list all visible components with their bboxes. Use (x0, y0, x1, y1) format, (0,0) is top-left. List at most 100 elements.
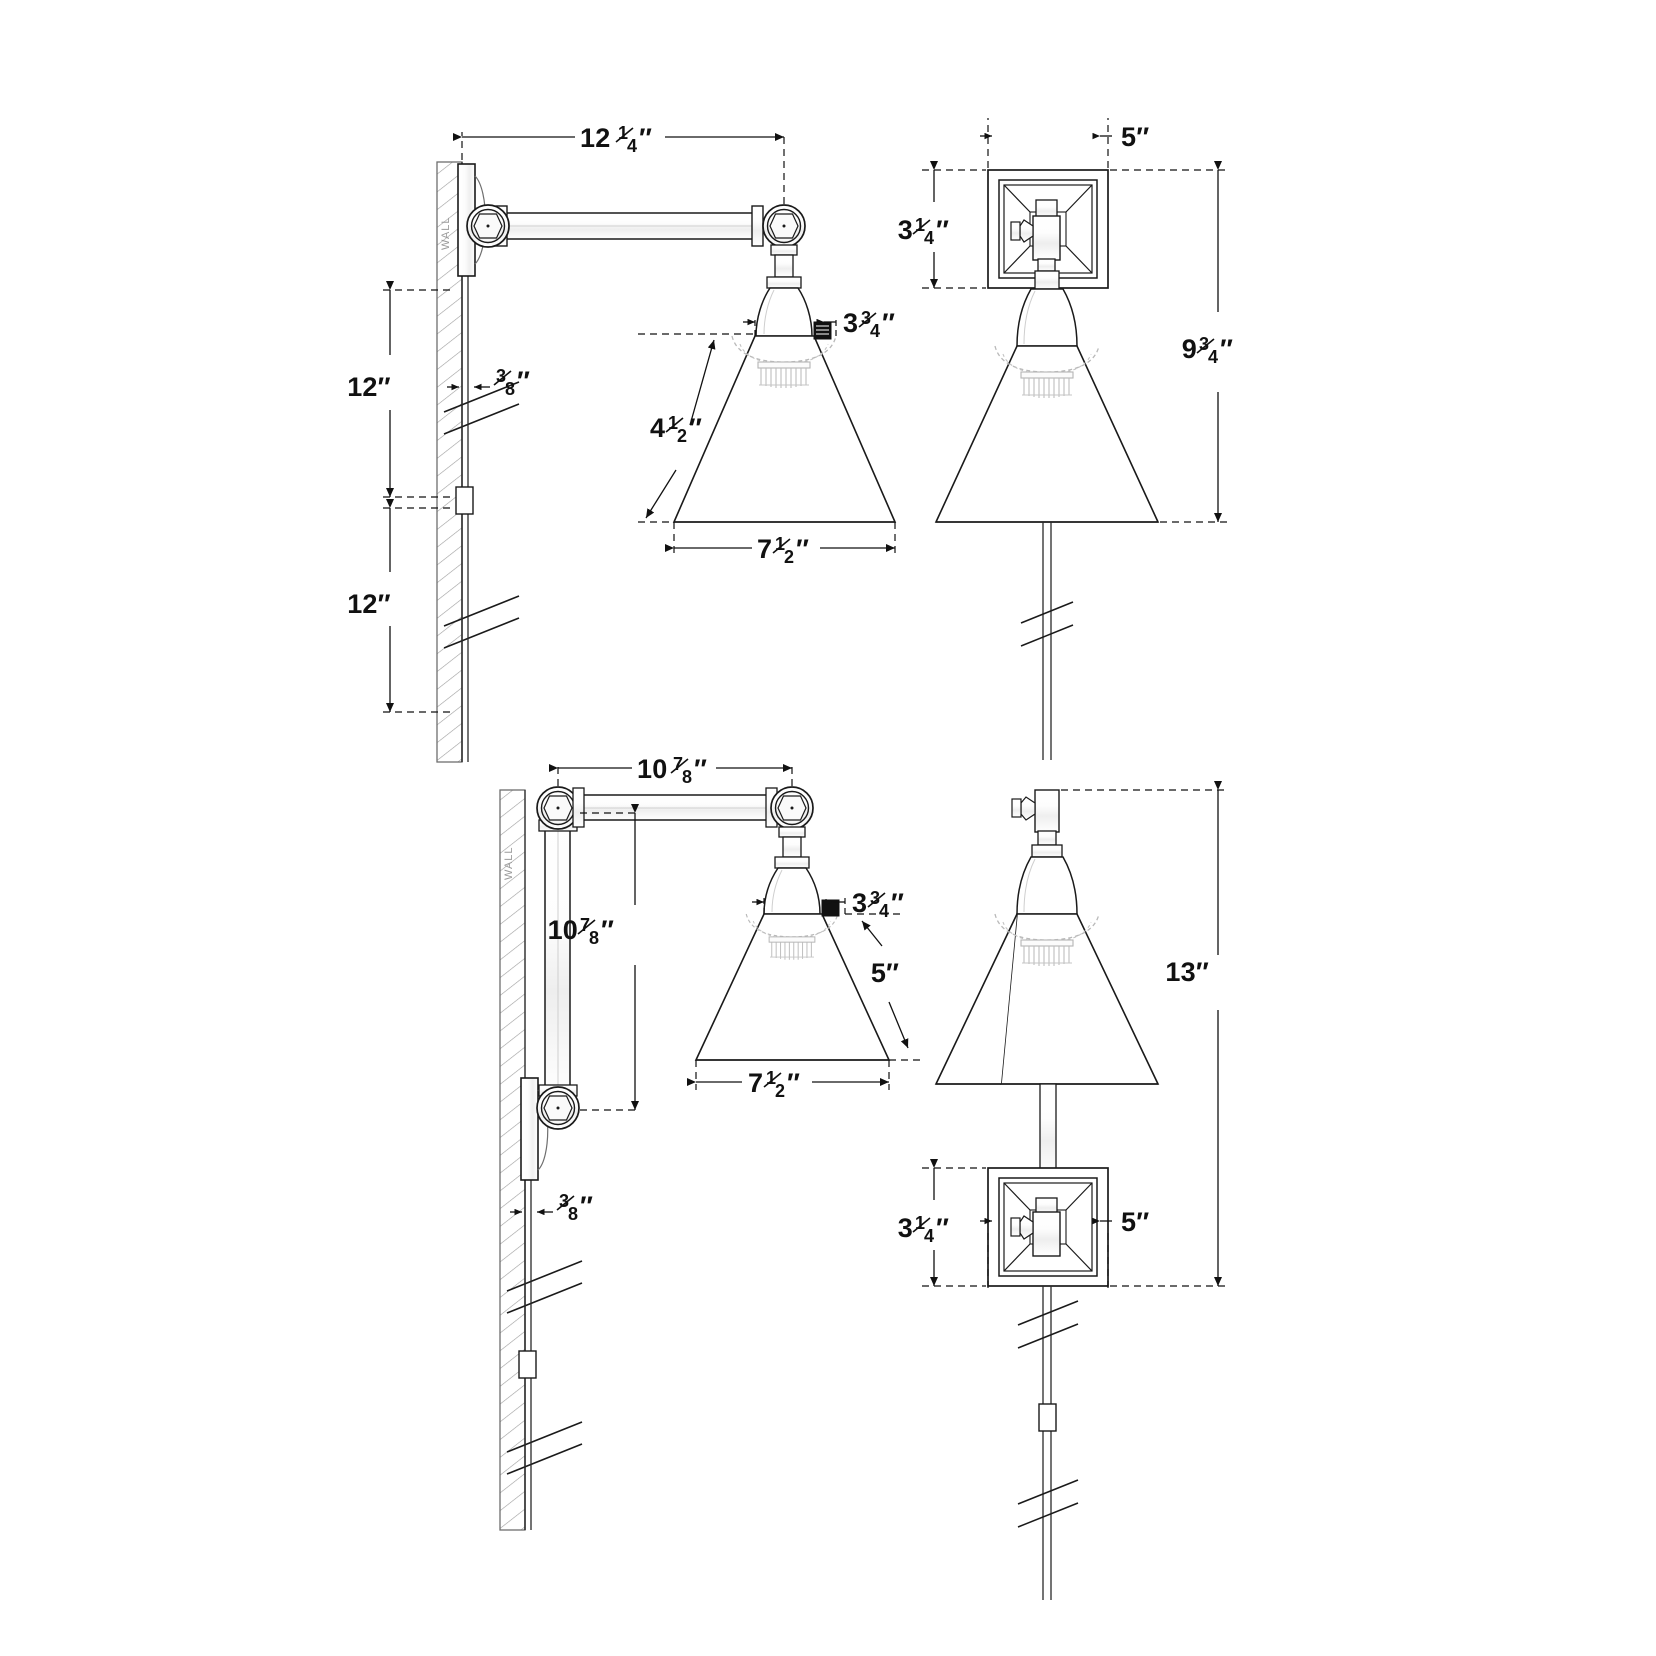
svg-text:3: 3 (1199, 334, 1209, 354)
dim-label-5-tr: 5″ (1121, 122, 1149, 152)
dim-arm-drop-10-7-8: 10 7 8 ″ (548, 804, 640, 1111)
dim-backplate-height-3-1-4-br: 3 1 4 ″ (898, 1159, 986, 1287)
lamp-shade-bottom-right (934, 913, 1160, 1085)
svg-text:4: 4 (879, 901, 889, 921)
wall-label: WALL (440, 216, 452, 250)
shade-knuckle-bottom-left (770, 786, 814, 830)
svg-text:8: 8 (589, 928, 599, 948)
svg-text:3: 3 (559, 1191, 569, 1211)
dim-label-13-br: 13″ (1165, 957, 1209, 987)
dim-plate-thickness-top-left: 3 8 ″ (447, 366, 530, 399)
break-mark-br-2 (1017, 1479, 1079, 1528)
svg-text:10: 10 (548, 915, 578, 945)
dim-overall-height-9-3-4-tr: 9 3 4 ″ (1110, 161, 1233, 523)
view-top-right: 5″ 3 1 4 ″ 9 3 4 (898, 118, 1233, 760)
svg-text:1: 1 (915, 1213, 925, 1233)
cord-inline-switch-bl (518, 1350, 537, 1379)
svg-text:7: 7 (757, 534, 772, 564)
svg-text:4: 4 (650, 413, 665, 443)
power-cord-bottom-right (1017, 1286, 1079, 1600)
dim-shade-slant-5-bl: 5″ (845, 913, 922, 1061)
dim-label-7-1-2-bl: 7 1 2 ″ (748, 1068, 800, 1101)
dim-label-9-3-4-tr: 9 3 4 ″ (1182, 334, 1233, 367)
svg-text:″: ″ (936, 215, 949, 245)
break-mark-lower (443, 595, 520, 649)
dim-backplate-width-5-tr: 5″ (980, 118, 1149, 168)
svg-text:9: 9 (1182, 334, 1197, 364)
dim-label-3-1-4-br: 3 1 4 ″ (898, 1213, 949, 1246)
wall-knuckle-joint (466, 204, 510, 248)
dim-overall-height-13-br: 13″ (1061, 781, 1228, 1287)
dim-shade-top-3-3-4-tl: 3 3 4 ″ (743, 308, 895, 341)
svg-text:4: 4 (924, 228, 934, 248)
view-top-left: WALL (347, 123, 897, 763)
dim-label-5-bl: 5″ (871, 958, 899, 988)
svg-text:2: 2 (677, 426, 687, 446)
stem-dome-top-right (1016, 270, 1078, 347)
dim-plate-thickness-bottom-left: 3 8 ″ (510, 1191, 593, 1224)
dim-label-12-lower: 12″ (347, 589, 391, 619)
dim-label-10-7-8-v: 10 7 8 ″ (548, 915, 614, 948)
svg-text:″: ″ (689, 413, 702, 443)
svg-text:3: 3 (898, 215, 913, 245)
break-mark-br-1 (1017, 1300, 1079, 1349)
svg-text:3: 3 (898, 1213, 913, 1243)
svg-text:7: 7 (580, 915, 590, 935)
break-mark-bl-2 (506, 1421, 583, 1475)
break-mark-upper (443, 381, 520, 435)
dim-shade-bottom-7-1-2-bl: 7 1 2 ″ (687, 1060, 890, 1101)
svg-text:″: ″ (694, 754, 707, 784)
svg-text:7: 7 (748, 1068, 763, 1098)
svg-text:1: 1 (618, 123, 628, 143)
cord-inline-switch (455, 486, 474, 515)
backplate-front-top-right (987, 169, 1109, 289)
svg-text:8: 8 (568, 1204, 578, 1224)
dim-arm-extension: 12 1 4 ″ (453, 123, 785, 204)
svg-text:″: ″ (517, 366, 530, 396)
svg-text:4: 4 (1208, 347, 1218, 367)
vertical-arm-bottom-left (536, 786, 580, 1130)
svg-text:″: ″ (639, 123, 652, 153)
svg-text:3: 3 (843, 308, 858, 338)
wall-section-bottom-left: WALL (499, 789, 583, 1531)
dim-label-3-3-4-tl: 3 3 4 ″ (843, 308, 895, 341)
cord-inline-switch-br (1038, 1403, 1057, 1432)
backplate-front-bottom-right (987, 1167, 1109, 1287)
svg-text:4: 4 (627, 136, 637, 156)
svg-text:″: ″ (882, 308, 895, 338)
break-mark-bl-1 (506, 1260, 583, 1314)
dim-label-3-8-bl: 3 8 ″ (556, 1191, 593, 1224)
power-cord-bottom-left (518, 1118, 537, 1530)
power-cord-top-right (1020, 522, 1074, 760)
lamp-shade-top-right (934, 345, 1160, 523)
svg-text:1: 1 (775, 534, 785, 554)
wall-backplate-bottom-left (520, 1077, 549, 1181)
dim-arm-reach-10-7-8: 10 7 8 ″ (549, 754, 793, 787)
svg-text:″: ″ (891, 888, 904, 918)
svg-text:″: ″ (1220, 334, 1233, 364)
svg-text:2: 2 (775, 1081, 785, 1101)
dim-label-5-br: 5″ (1121, 1207, 1149, 1237)
dim-label-12-upper: 12″ (347, 372, 391, 402)
dim-label-4-1-2: 4 1 2 ″ (650, 413, 702, 446)
dim-label-7-1-2-tl: 7 1 2 ″ (757, 534, 809, 567)
svg-text:1: 1 (766, 1068, 776, 1088)
bulb-dome-bottom-right (1016, 856, 1078, 915)
svg-text:1: 1 (668, 413, 678, 433)
swing-arm-top-left (466, 204, 806, 289)
svg-text:2: 2 (784, 547, 794, 567)
dim-backplate-height-3-1-4-tr: 3 1 4 ″ (898, 161, 986, 289)
dim-label-3-3-4-bl: 3 3 4 ″ (852, 888, 904, 921)
svg-text:8: 8 (505, 379, 515, 399)
svg-text:4: 4 (924, 1226, 934, 1246)
svg-text:4: 4 (870, 321, 880, 341)
dim-label-12-1-4: 12 1 4 ″ (580, 123, 652, 156)
svg-text:12: 12 (580, 123, 610, 153)
dim-label-3-1-4-tr: 3 1 4 ″ (898, 215, 949, 248)
svg-text:8: 8 (682, 767, 692, 787)
break-mark-cord-tr (1020, 601, 1074, 647)
dim-label-3-8: 3 8 ″ (493, 366, 530, 399)
